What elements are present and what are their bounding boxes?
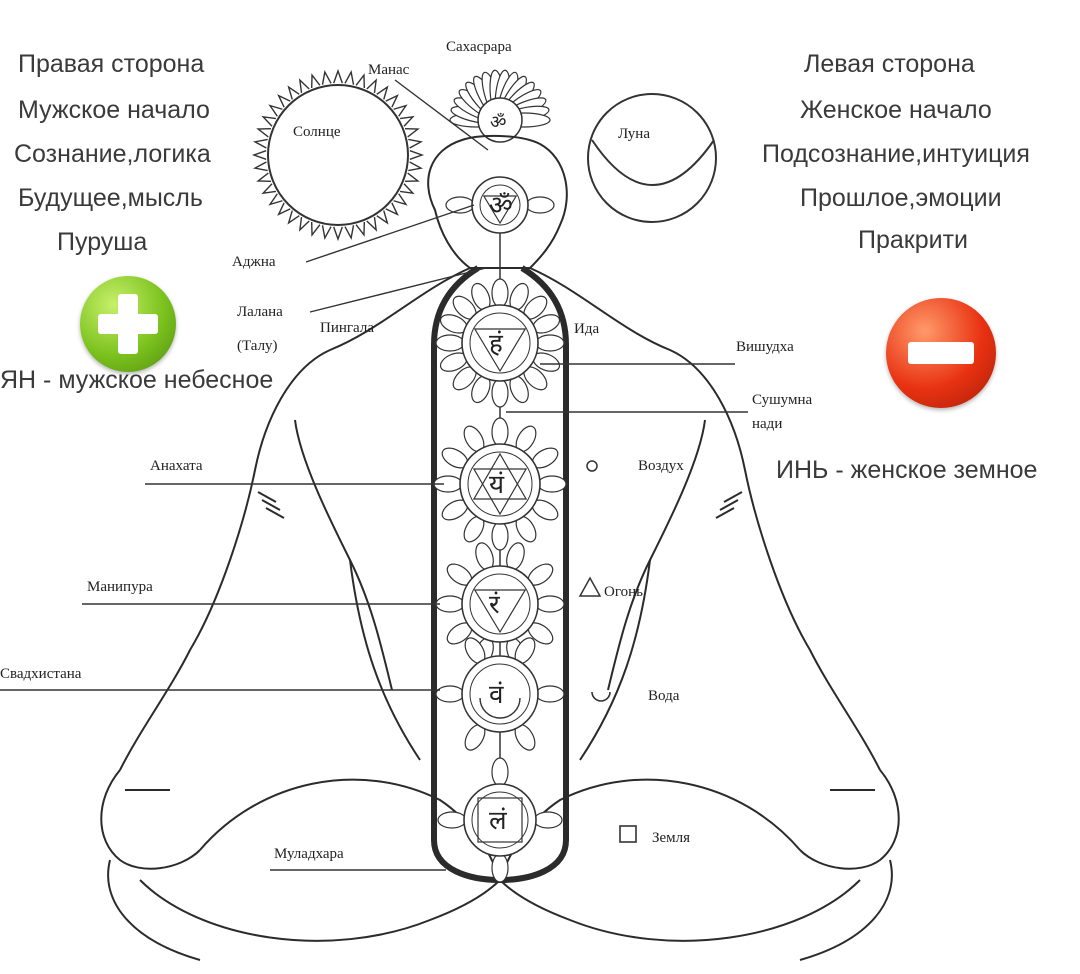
right-side-line-1: Мужское начало — [18, 96, 210, 124]
lalana-label: Лалана — [237, 304, 283, 320]
muladhara-seed-syllable: लं — [489, 806, 507, 836]
left-side-title: Левая сторона — [804, 50, 975, 78]
air-symbol-icon — [586, 460, 598, 472]
right-side-line-2: Сознание,логика — [14, 140, 211, 168]
manas-label: Манас — [368, 62, 410, 78]
left-side-line-4: Пракрити — [858, 226, 968, 254]
svadhisthana-chakra-icon: वं — [435, 637, 565, 751]
pingala-label: Пингала — [320, 320, 374, 336]
sahasrara-lotus-icon: ॐ — [449, 69, 551, 143]
left-side-line-2: Подсознание,интуиция — [762, 140, 1030, 168]
ajna-seed-syllable: ॐ — [489, 191, 513, 221]
ajna-chakra-icon: ॐ — [445, 176, 555, 234]
sushumna-label-1: Сушумна — [752, 392, 813, 408]
svadhisthana-label: Свадхистана — [0, 666, 82, 682]
plus-badge — [80, 276, 176, 372]
muladhara-chakra-icon: लं — [437, 757, 563, 883]
left-side-line-1: Женское начало — [800, 96, 992, 124]
air-label: Воздух — [638, 458, 684, 474]
anahata-label: Анахата — [150, 458, 203, 474]
right-side-title: Правая сторона — [18, 50, 205, 78]
vishuddha-label: Вишудха — [736, 339, 794, 355]
fire-label: Огонь — [604, 584, 643, 600]
sahasrara-label: Сахасрара — [446, 39, 512, 55]
manipura-label: Манипура — [87, 579, 153, 595]
minus-badge — [886, 298, 996, 408]
water-symbol-icon — [591, 691, 611, 702]
sun-label: Солнце — [293, 124, 341, 140]
vishuddha-chakra-icon: हं — [435, 278, 565, 408]
plus-icon — [80, 276, 176, 372]
ajna-label: Аджна — [232, 254, 276, 270]
svadhisthana-seed-syllable: वं — [489, 680, 504, 710]
svg-text:ॐ: ॐ — [490, 112, 506, 133]
sun-icon — [251, 68, 425, 242]
right-side-line-4: Пуруша — [57, 228, 148, 256]
earth-symbol-icon — [619, 825, 637, 843]
yin-label: ИНЬ - женское земное — [776, 456, 1038, 484]
moon-label: Луна — [618, 126, 650, 142]
moon-icon — [587, 93, 717, 223]
earth-label: Земля — [652, 830, 690, 846]
talu-label: (Талу) — [237, 338, 278, 354]
muladhara-label: Муладхара — [274, 846, 344, 862]
minus-icon — [908, 342, 974, 364]
right-side-line-3: Будущее,мысль — [18, 184, 203, 212]
water-label: Вода — [648, 688, 680, 704]
vishuddha-seed-syllable: हं — [489, 329, 504, 359]
manipura-seed-syllable: रं — [489, 590, 501, 620]
anahata-chakra-icon: यं — [433, 417, 567, 551]
sushumna-label-2: нади — [752, 416, 782, 432]
ida-label: Ида — [574, 321, 599, 337]
fire-symbol-icon — [578, 576, 602, 597]
left-side-line-3: Прошлое,эмоции — [800, 184, 1002, 212]
anahata-seed-syllable: यं — [489, 470, 505, 500]
